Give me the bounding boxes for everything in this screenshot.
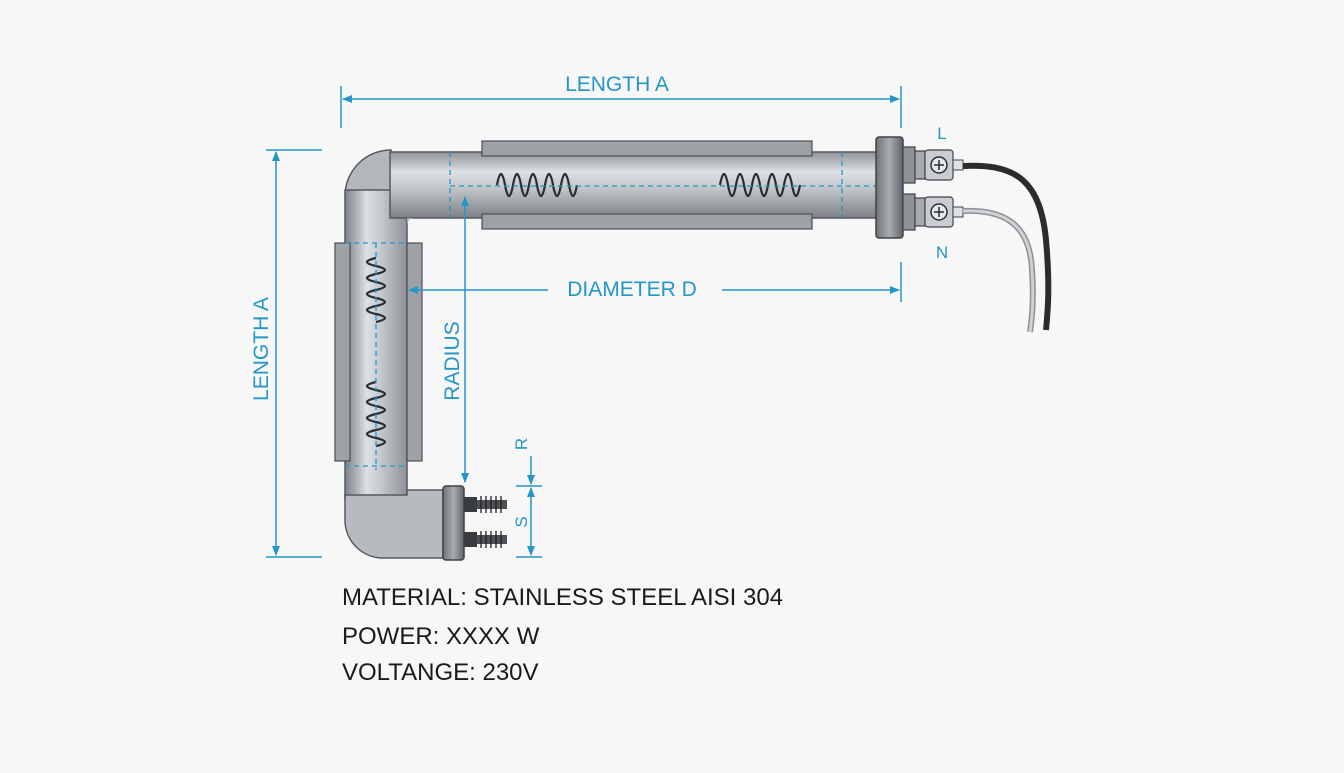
radius-label: RADIUS [441, 321, 464, 400]
spec-power: POWER: XXXX W [342, 623, 540, 650]
power-wires [962, 162, 1052, 333]
center-guides [345, 152, 878, 470]
bottom-flange [442, 485, 465, 561]
vertical-fins [334, 242, 423, 462]
horizontal-fins [481, 140, 813, 230]
terminal-s-label: S [512, 516, 531, 527]
right-flange [875, 136, 954, 239]
terminal-r-label: R [512, 438, 531, 450]
heater-tube [344, 149, 878, 559]
wire-n-label: N [936, 243, 948, 262]
spec-voltage: VOLTANGE: 230V [342, 659, 539, 686]
terminal-bolt-icon [464, 496, 507, 548]
diameter-label: DIAMETER D [567, 278, 697, 301]
wire-l-label: L [937, 124, 946, 143]
terminal-screw-icon [930, 156, 964, 221]
length-a-side-label: LENGTH A [250, 297, 273, 401]
spec-material: MATERIAL: STAINLESS STEEL AISI 304 [342, 584, 784, 611]
length-a-top-label: LENGTH A [565, 73, 669, 96]
dimension-lines [266, 86, 902, 558]
